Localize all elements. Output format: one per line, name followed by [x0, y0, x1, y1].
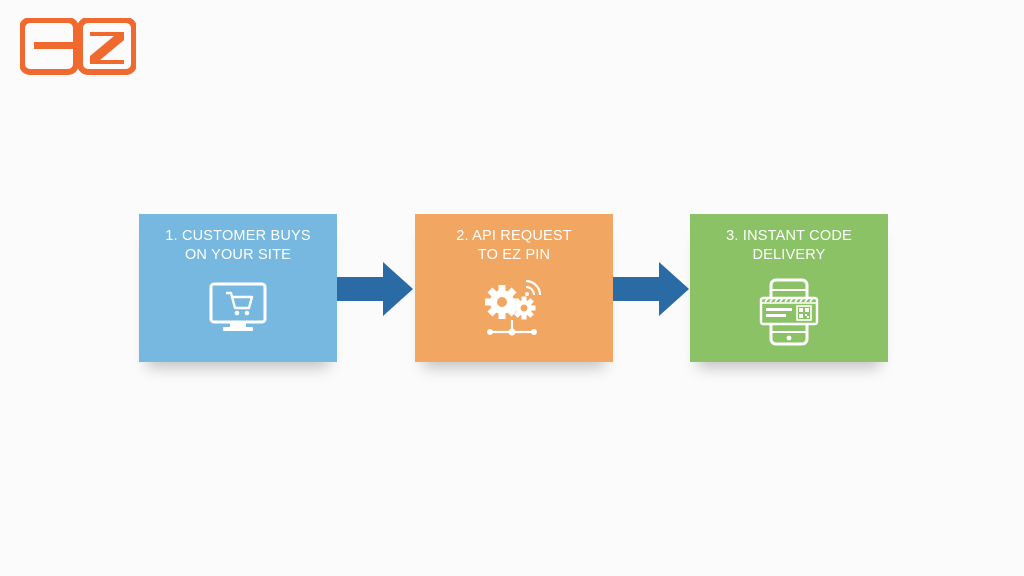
- step-title: 2. API REQUEST TO EZ PIN: [415, 227, 613, 265]
- smartphone-code-icon: [757, 278, 821, 351]
- right-arrow-icon: [337, 262, 415, 321]
- step-title: 1. CUSTOMER BUYS ON YOUR SITE: [139, 227, 337, 265]
- step-title-line2: ON YOUR SITE: [184, 247, 292, 263]
- right-arrow-icon: [613, 262, 691, 321]
- shopping-cart-monitor-icon: [206, 278, 270, 341]
- step-title-line1: 1. CUSTOMER BUYS: [165, 228, 311, 244]
- gears-network-icon: [474, 278, 554, 345]
- ez-logo: [20, 18, 136, 76]
- step-customer-buys: 1. CUSTOMER BUYS ON YOUR SITE: [139, 214, 337, 362]
- step-title-line2: DELIVERY: [752, 247, 826, 263]
- step-title-line2: TO EZ PIN: [477, 247, 551, 263]
- step-title-line1: 3. INSTANT CODE: [726, 228, 852, 244]
- step-api-request: 2. API REQUEST TO EZ PIN: [415, 214, 613, 362]
- step-title-line1: 2. API REQUEST: [456, 228, 572, 244]
- step-instant-code-delivery: 3. INSTANT CODE DELIVERY: [690, 214, 888, 362]
- step-title: 3. INSTANT CODE DELIVERY: [690, 227, 888, 265]
